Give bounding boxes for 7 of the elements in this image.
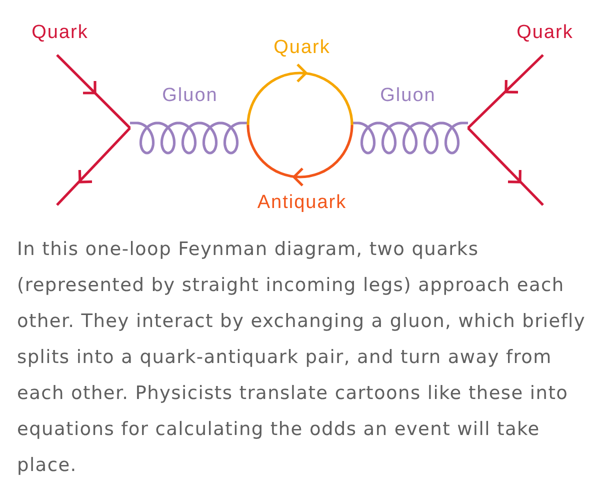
particle-label: Gluon [162, 85, 218, 107]
caption: In this one-loop Feynman diagram, two quarks (represented by straight incoming legs) approach each other. They interact by exchanging a gluon, which briefly splits into a quark-antiquark pair, and turn away from each other. Physicists translate cartoons like these into equations for calculating the odds an event will take place. [17, 238, 587, 478]
particle-label: Antiquark [257, 192, 347, 214]
particle-label: Quark [274, 37, 330, 59]
particle-label: Gluon [380, 85, 436, 107]
particle-label: Quark [32, 22, 88, 44]
particle-label: Quark [516, 22, 574, 44]
